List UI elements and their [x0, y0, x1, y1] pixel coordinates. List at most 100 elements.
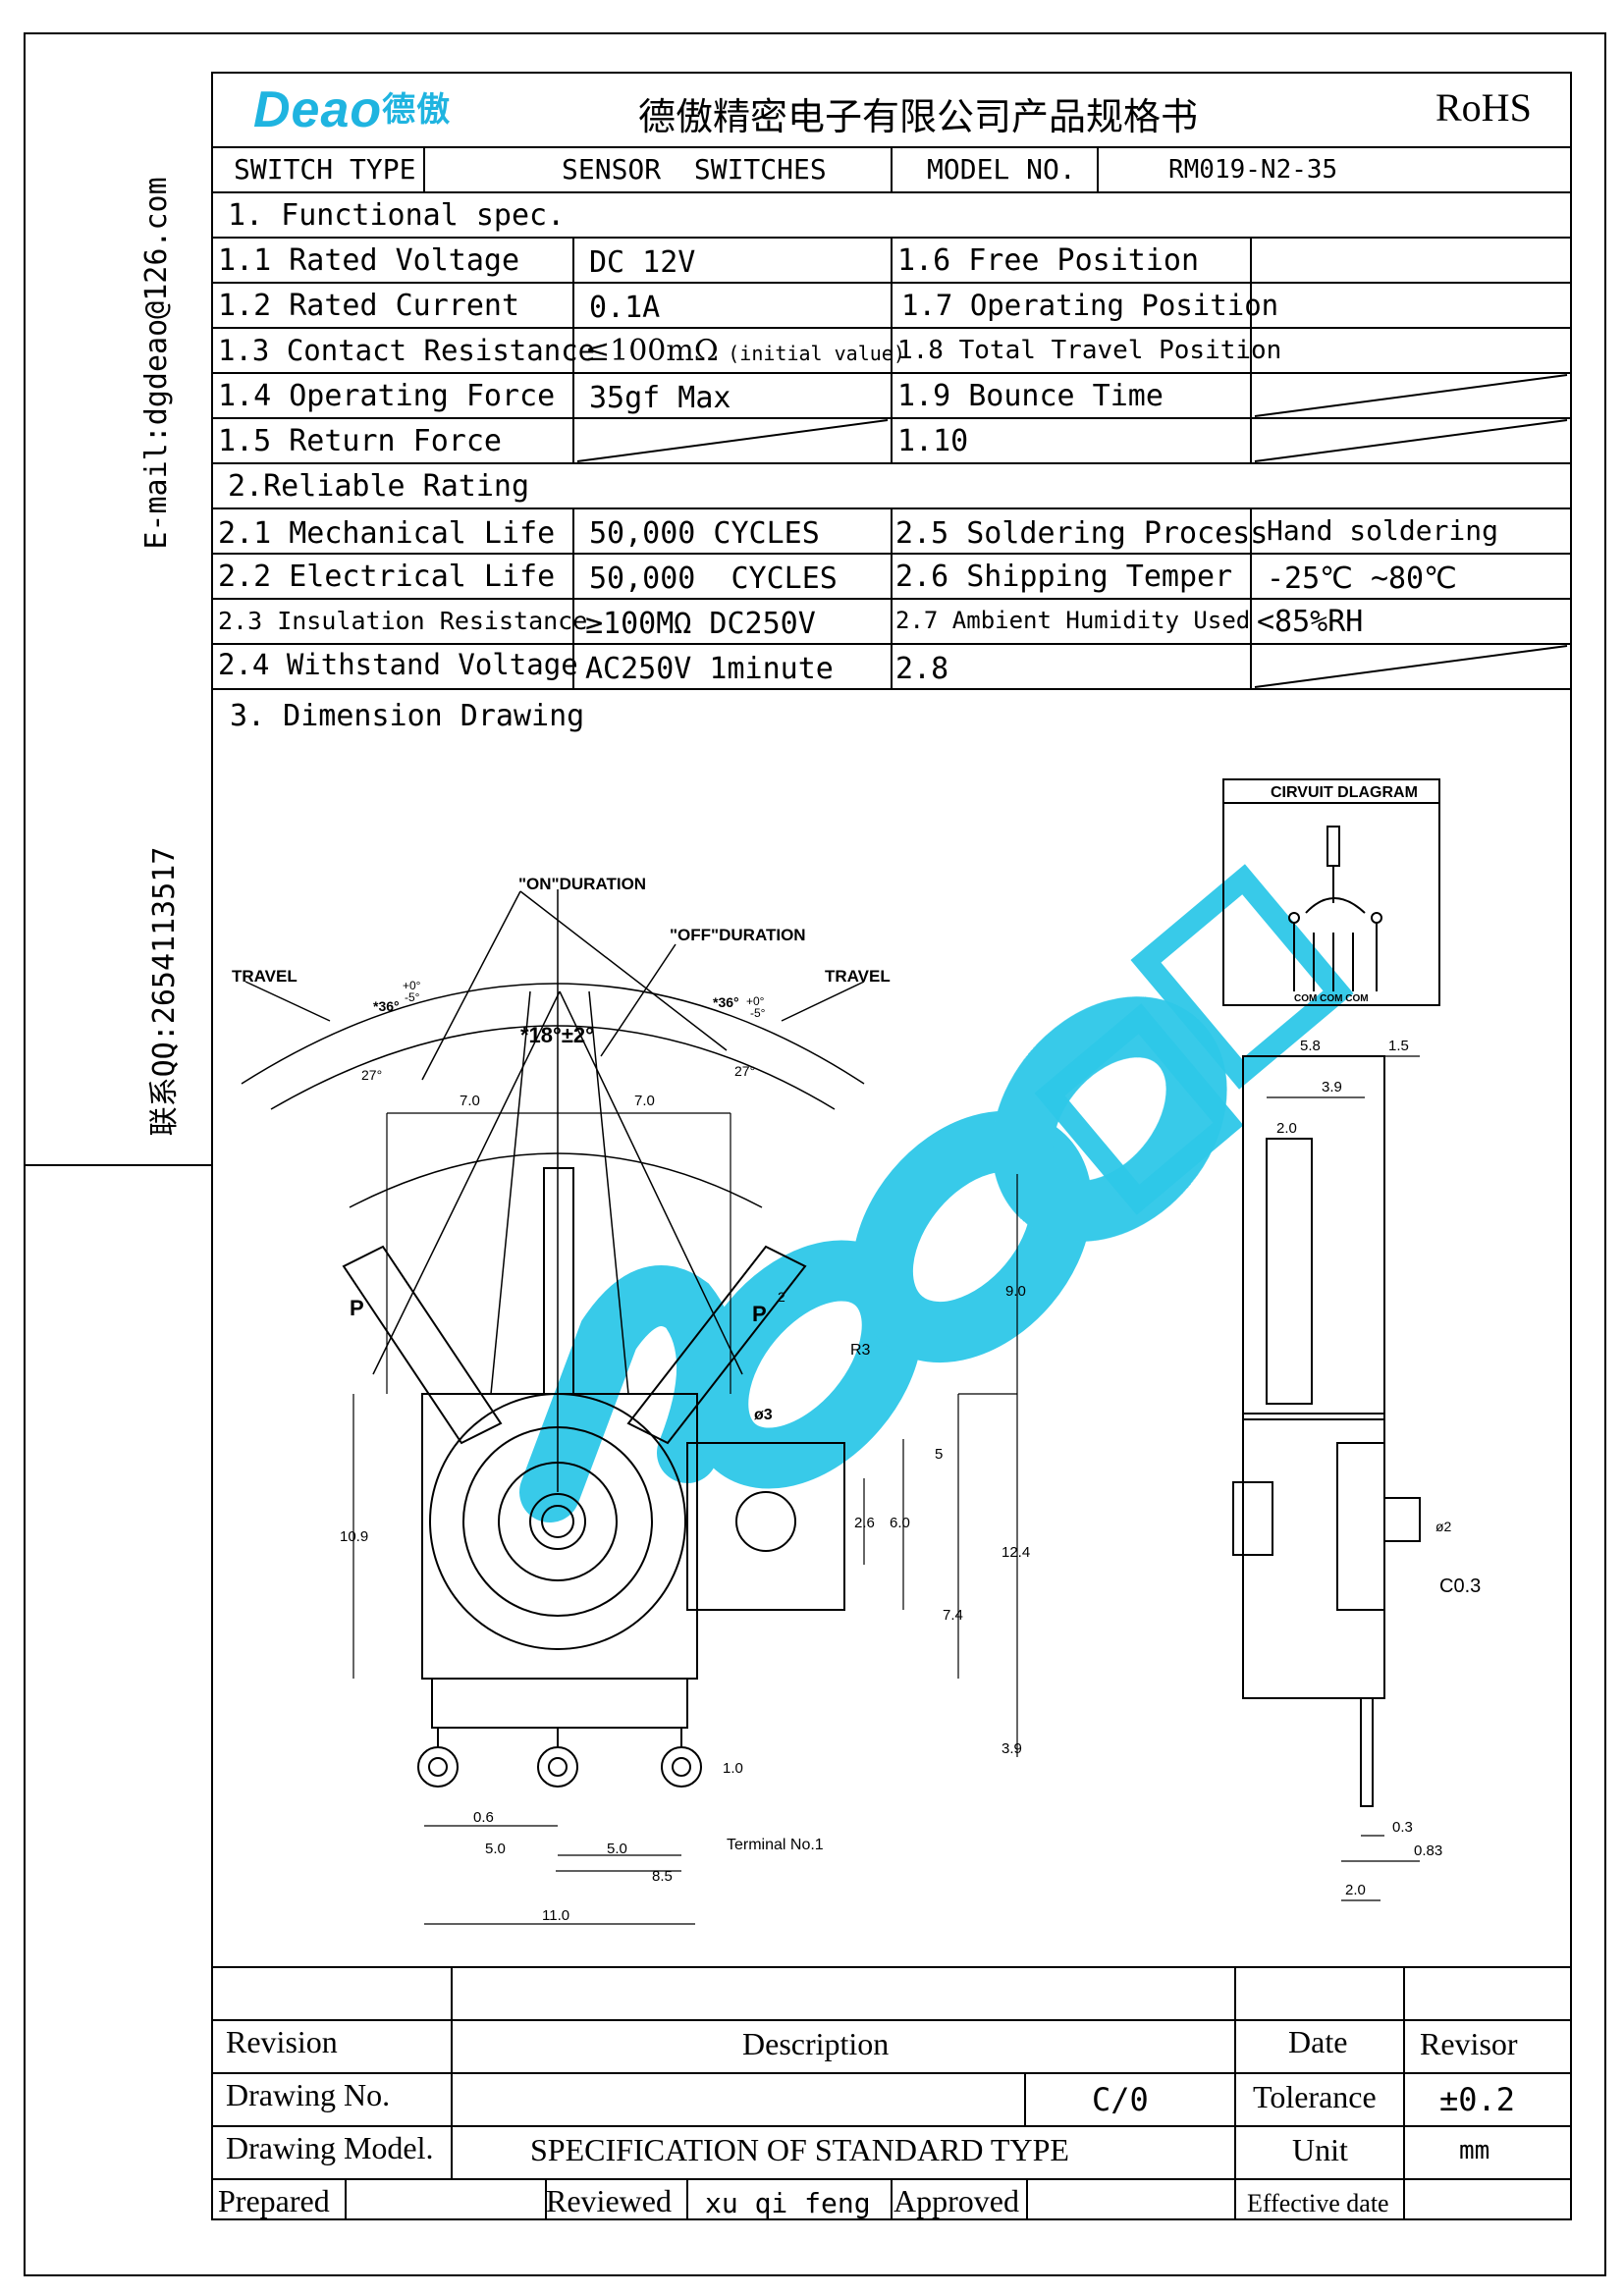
func-label-8: 1.8 Total Travel Position — [897, 336, 1282, 365]
dim-1-5: 1.5 — [1388, 1038, 1409, 1054]
rel-label-8: 2.8 — [895, 652, 949, 686]
dim-5: 5 — [935, 1446, 943, 1463]
tol-minus-right: -5° — [750, 1006, 766, 1020]
rel-label-1: 2.1 Mechanical Life — [218, 516, 556, 551]
drawing-model-label: Drawing Model. — [226, 2130, 434, 2165]
tolerance-value: ±0.2 — [1439, 2081, 1516, 2118]
angle-main: *18°±2° — [520, 1023, 594, 1047]
functional-heading: 1. Functional spec. — [228, 198, 566, 233]
side-view-body — [1232, 1055, 1421, 1807]
p-left: P — [350, 1296, 364, 1320]
rohs-label: RoHS — [1435, 85, 1532, 130]
dim-2-6: 2.6 — [854, 1515, 875, 1531]
drawing-heading: 3. Dimension Drawing — [230, 699, 585, 733]
revision-label: Revision — [226, 2024, 338, 2059]
dim-7-4: 7.4 — [943, 1607, 963, 1624]
rel-value-2: 50,000 CYCLES — [589, 561, 838, 596]
circuit-diagram — [1222, 778, 1440, 1006]
dim-6: 6.0 — [890, 1515, 910, 1531]
phi3-label: ø3 — [754, 1407, 773, 1423]
func-label-6: 1.6 Free Position — [897, 243, 1200, 278]
side-divider — [24, 1164, 212, 1166]
rel-label-4: 2.4 Withstand Voltage — [218, 648, 578, 681]
travel-right-label: TRAVEL — [825, 967, 891, 986]
page-border — [24, 32, 1606, 2276]
dim-5-8: 5.8 — [1300, 1038, 1321, 1054]
reviewed-label: Reviewed — [546, 2183, 672, 2218]
effective-date-label: Effective date — [1247, 2189, 1389, 2217]
func-label-7: 1.7 Operating Position — [901, 289, 1279, 322]
func-label-4: 1.4 Operating Force — [218, 379, 556, 413]
func-value-2: 0.1A — [589, 291, 661, 325]
document-title: 德傲精密电子有限公司产品规格书 — [638, 95, 1199, 138]
dim-7-right: 7.0 — [634, 1093, 655, 1109]
angle-27-right: 27° — [734, 1063, 755, 1079]
company-logo: Deao德傲 — [253, 80, 451, 139]
dim-7-left: 7.0 — [460, 1093, 480, 1109]
c03-label: C0.3 — [1439, 1575, 1481, 1597]
contact-resistance-note: (initial value) — [728, 342, 905, 365]
watermark-logo — [519, 996, 1227, 1522]
func-label-9: 1.9 Bounce Time — [897, 379, 1164, 413]
rel-value-7: <85%RH — [1257, 605, 1364, 639]
rel-label-2: 2.2 Electrical Life — [218, 560, 556, 594]
dim-0-83: 0.83 — [1414, 1842, 1442, 1859]
unit-label: Unit — [1292, 2132, 1348, 2167]
dim-8-5: 8.5 — [652, 1868, 673, 1885]
model-label: MODEL NO. — [927, 153, 1076, 186]
tol-plus-right: +0° — [746, 994, 765, 1008]
approved-label: Approved — [893, 2183, 1019, 2218]
tolerance-label: Tolerance — [1253, 2079, 1377, 2114]
dim-2-0-top: 2.0 — [1276, 1120, 1297, 1137]
terminal-label: Terminal No.1 — [727, 1837, 824, 1853]
func-label-3: 1.3 Contact Resistance — [218, 334, 596, 367]
logo-text: Deao — [253, 81, 383, 138]
dim-1-0: 1.0 — [723, 1760, 743, 1777]
func-label-1: 1.1 Rated Voltage — [218, 243, 520, 278]
func-label-10: 1.10 — [897, 424, 969, 458]
switch-type-value: SENSOR SWITCHES — [562, 153, 827, 186]
circuit-title: CIRVUIT DLAGRAM — [1271, 784, 1418, 801]
switch-type-label: SWITCH TYPE — [234, 153, 416, 186]
func-value-1: DC 12V — [589, 245, 696, 280]
logo-cn: 德傲 — [382, 91, 452, 129]
p-right: P — [752, 1302, 767, 1326]
dim-5-0-right: 5.0 — [607, 1841, 627, 1857]
com-labels: COM COM COM — [1294, 993, 1369, 1004]
tol-minus-left: -5° — [405, 990, 420, 1004]
model-value: RM019-N2-35 — [1168, 155, 1338, 185]
angle-side-left: *36° — [373, 998, 400, 1014]
rel-label-3: 2.3 Insulation Resistance — [218, 607, 588, 635]
front-view-body — [342, 1167, 845, 1788]
dim-12-4: 12.4 — [1001, 1544, 1030, 1561]
func-label-2: 1.2 Rated Current — [218, 289, 520, 323]
unit-value: mm — [1459, 2136, 1490, 2165]
reliable-heading: 2.Reliable Rating — [228, 469, 530, 504]
dim-0-6: 0.6 — [473, 1809, 494, 1826]
travel-arcs — [241, 889, 865, 1492]
rel-value-1: 50,000 CYCLES — [589, 516, 820, 551]
on-duration-label: "ON"DURATION — [518, 875, 646, 893]
r3-label: R3 — [850, 1342, 871, 1359]
prepared-label: Prepared — [218, 2183, 330, 2218]
drawing-no-value: C/0 — [1092, 2081, 1149, 2118]
rel-value-6: -25℃ ~80℃ — [1267, 561, 1457, 596]
phi2-label: ø2 — [1435, 1519, 1452, 1534]
drawing-no-label: Drawing No. — [226, 2077, 391, 2112]
dimension-lines — [352, 1055, 1420, 1925]
rel-label-5: 2.5 Soldering Process — [895, 516, 1269, 551]
rel-label-6: 2.6 Shipping Temper — [895, 560, 1233, 594]
drawing-model-value: SPECIFICATION OF STANDARD TYPE — [530, 2132, 1069, 2167]
reviewed-value: xu qi feng — [705, 2187, 871, 2219]
drawing-labels: CIRVUIT DLAGRAM COM COM COM "ON"DURATION… — [232, 784, 1481, 1924]
contact-resistance-value: ≤100mΩ — [585, 334, 719, 368]
func-label-5: 1.5 Return Force — [218, 424, 502, 458]
date-label: Date — [1288, 2024, 1348, 2059]
tol-plus-left: +0° — [403, 979, 421, 992]
dim-3-9-side: 3.9 — [1322, 1079, 1342, 1095]
off-duration-label: "OFF"DURATION — [670, 926, 806, 944]
dim-3-9: 3.9 — [1001, 1740, 1022, 1757]
dim-11-0: 11.0 — [542, 1907, 569, 1924]
